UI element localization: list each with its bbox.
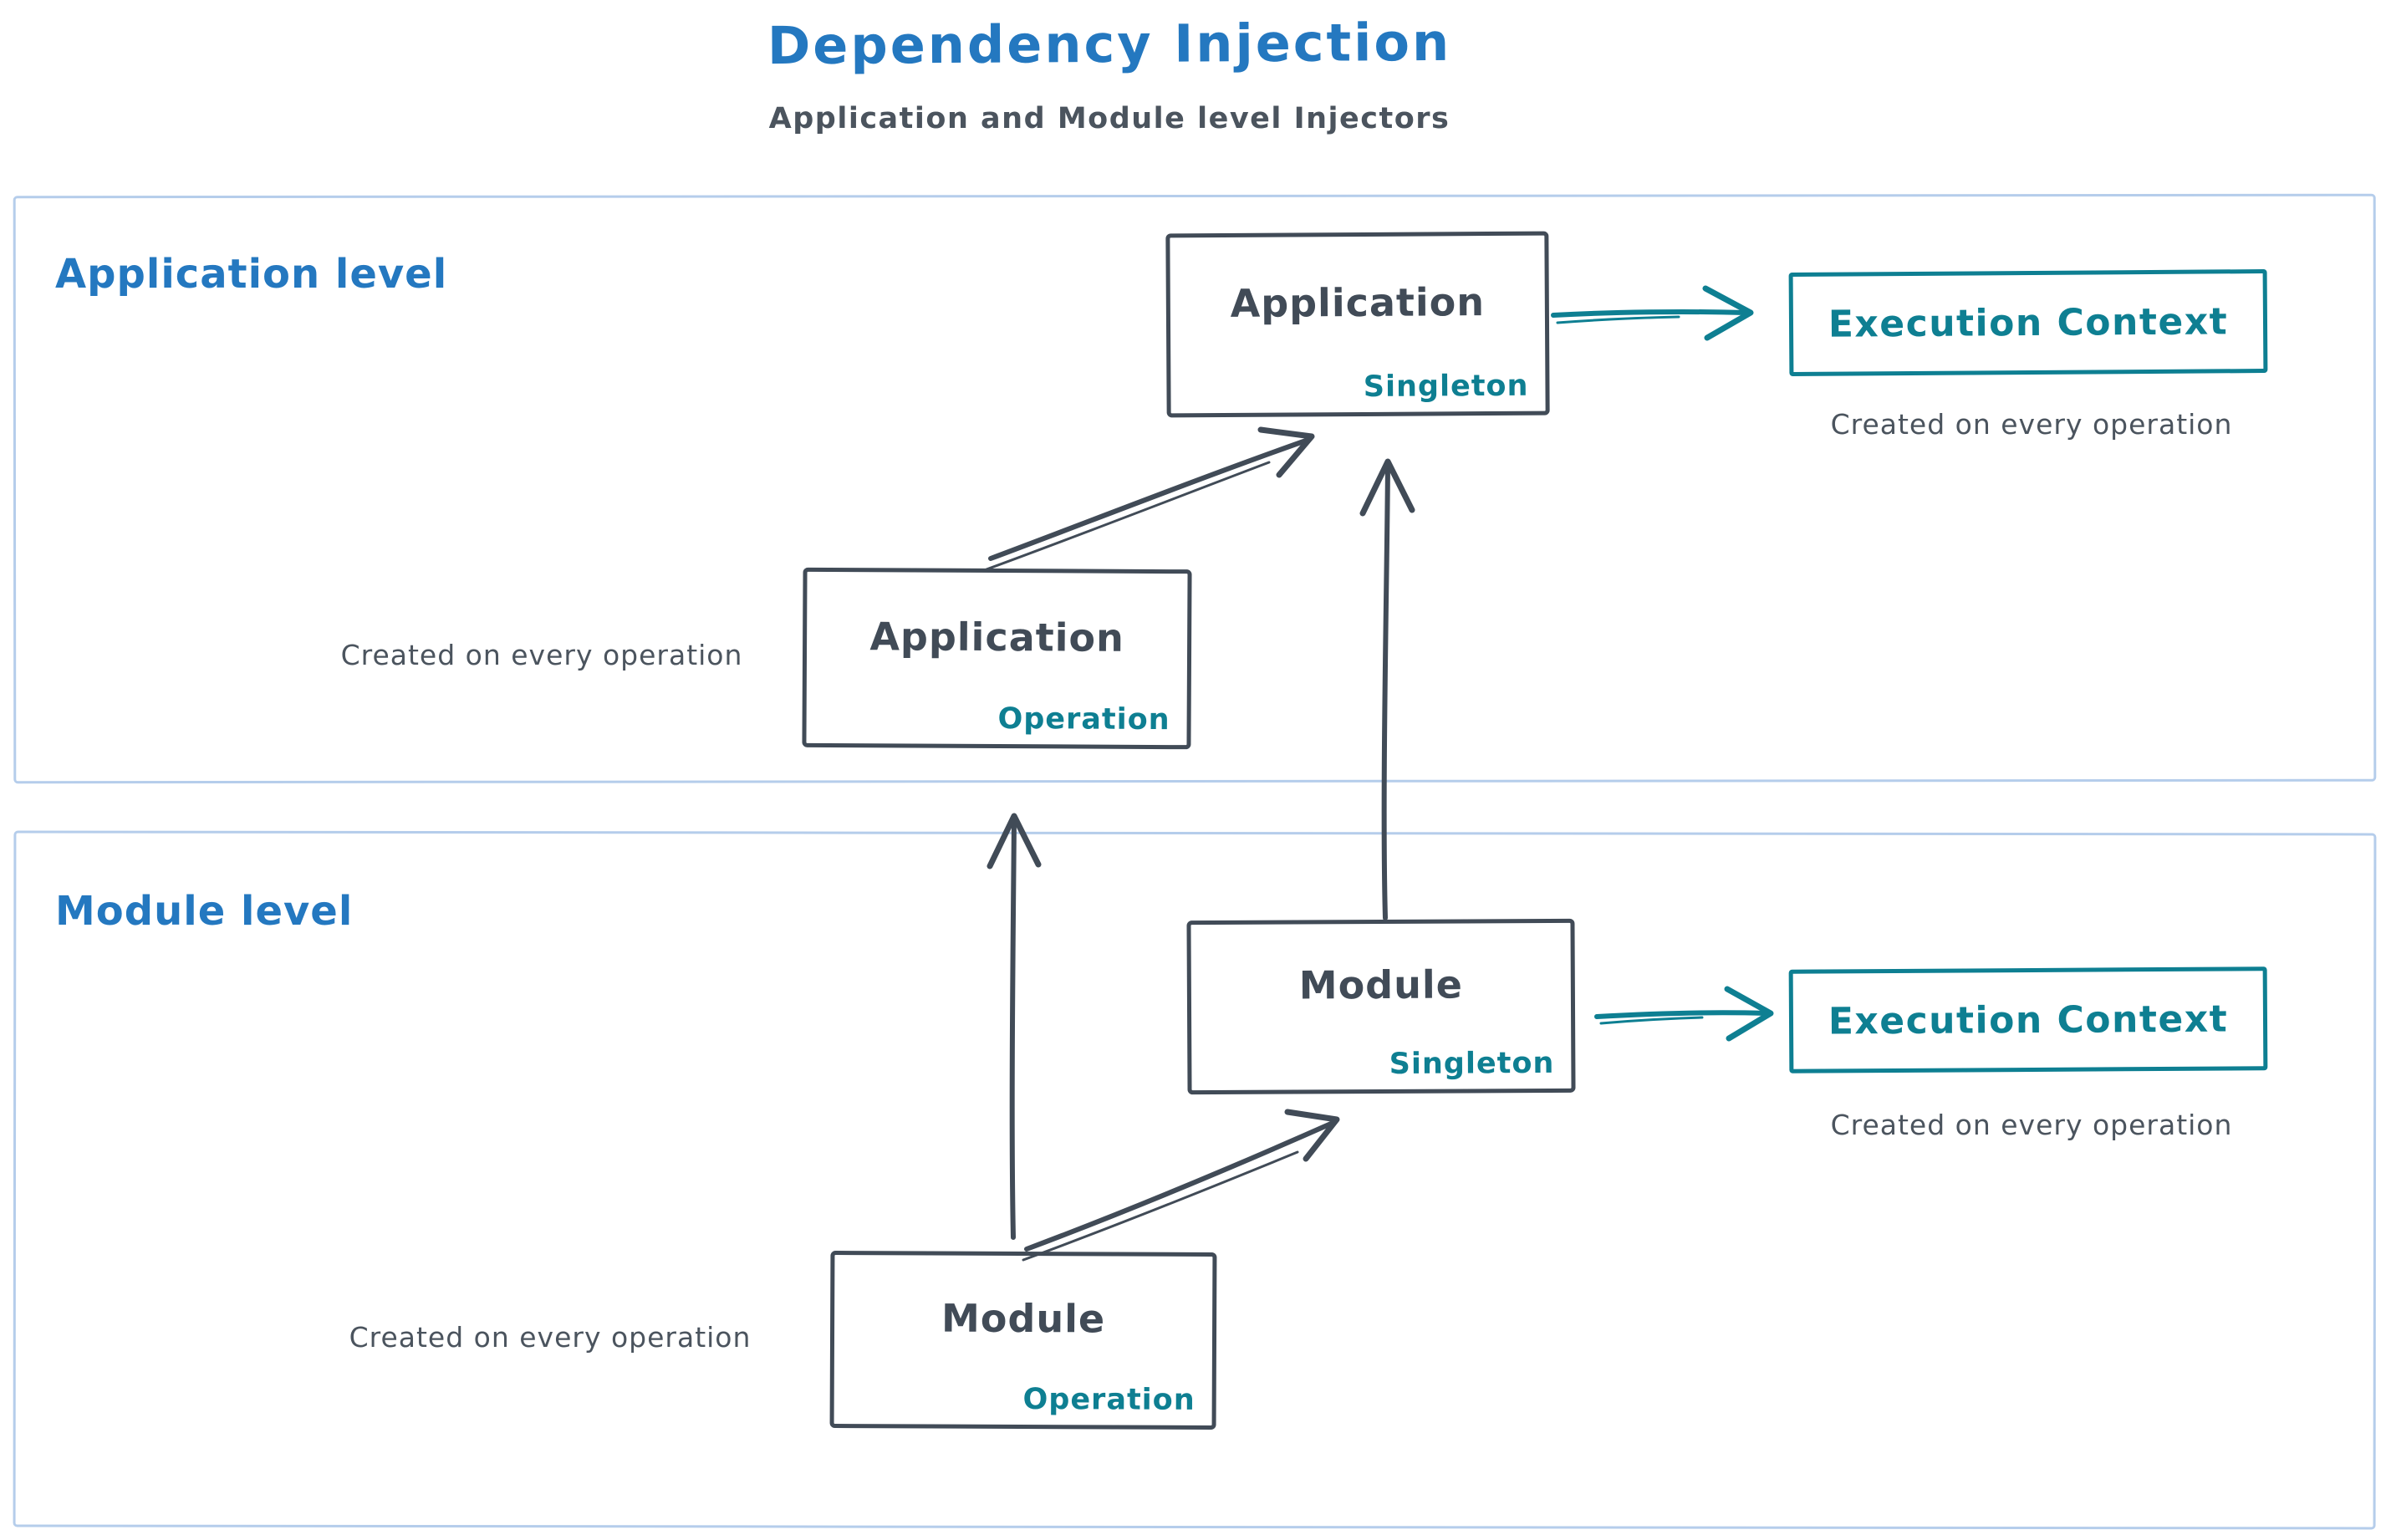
application-execution-context-note: Created on every operation xyxy=(1830,408,2233,441)
application-operation-box: Application Operation xyxy=(802,567,1192,750)
module-execution-context-note: Created on every operation xyxy=(1830,1109,2233,1141)
application-level-label: Application level xyxy=(55,251,448,298)
page-title: Dependency Injection xyxy=(767,11,1452,77)
application-singleton-title: Application xyxy=(1230,279,1486,326)
page-subtitle: Application and Module level Injectors xyxy=(768,102,1450,135)
singleton-badge: Singleton xyxy=(1389,1046,1555,1081)
operation-badge: Operation xyxy=(997,702,1170,737)
module-execution-context-box: Execution Context xyxy=(1788,966,2268,1073)
singleton-badge: Singleton xyxy=(1363,369,1529,404)
module-level-label: Module level xyxy=(55,888,354,935)
module-singleton-box: Module Singleton xyxy=(1186,918,1576,1095)
execution-context-label: Execution Context xyxy=(1828,299,2229,346)
execution-context-label: Execution Context xyxy=(1828,997,2229,1043)
application-operation-note: Created on every operation xyxy=(340,639,743,671)
module-operation-title: Module xyxy=(941,1295,1106,1342)
module-singleton-title: Module xyxy=(1298,961,1464,1008)
module-operation-box: Module Operation xyxy=(829,1250,1217,1430)
application-singleton-box: Application Singleton xyxy=(1165,231,1550,418)
module-operation-note: Created on every operation xyxy=(349,1321,752,1354)
operation-badge: Operation xyxy=(1022,1382,1196,1417)
application-operation-title: Application xyxy=(869,613,1124,660)
application-execution-context-box: Execution Context xyxy=(1788,269,2268,376)
